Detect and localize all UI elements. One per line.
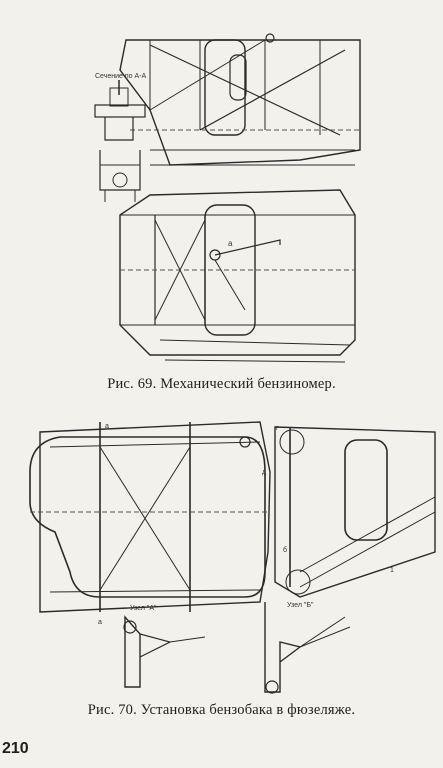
callout-d-label: д [262,469,266,476]
callout-1-label: 1 [390,567,394,574]
callout-a-label: а [228,239,233,248]
callout-a1-label: а [105,423,109,430]
detail-node-b: Узел "Б" [264,602,351,694]
lower-fuselage-view: а [119,189,356,363]
node-a-label: Узел "А" [130,605,157,612]
figure-69-drawing: Сечение по А-А а [94,33,361,363]
callout-a2-label: а [98,619,102,626]
detail-node-a: Узел "А" [123,605,206,688]
node-b-label: Узел "Б" [287,602,314,609]
page-number: 210 [2,740,29,757]
figure-69-caption: Рис. 69. Механический бензиномер. [107,376,336,392]
upper-fuselage-view [119,33,361,166]
section-label: Сечение по А-А [95,73,146,80]
section-a-a-inset: Сечение по А-А [94,73,146,202]
figure-70-caption: Рис. 70. Установка бензобака в фюзеляже. [87,702,356,718]
fuselage-truss-view: а д а [29,421,271,626]
callout-b-label: б [283,546,287,554]
figure-70-drawing: а д а г б 1 Узел "А" Узел "Б" [29,421,436,694]
callout-g-label: г [276,425,279,432]
fuselage-side-view: г б 1 [274,425,436,598]
